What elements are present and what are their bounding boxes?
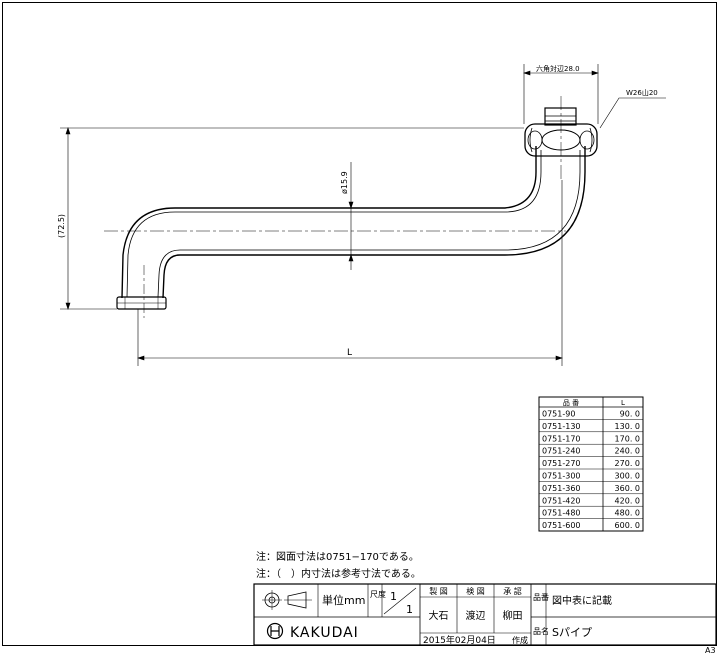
number-value: 図中表に記載 — [552, 594, 612, 607]
table-cell-part: 0751-90 — [542, 410, 575, 419]
approve-label: 承 認 — [503, 586, 522, 596]
table-cell-length: 360. 0 — [615, 484, 640, 493]
table-cell-part: 0751-420 — [542, 496, 581, 505]
table-cell-length: 240. 0 — [615, 447, 640, 456]
scale-numerator: 1 — [390, 590, 397, 603]
table-cell-length: 270. 0 — [615, 459, 640, 468]
table-cell-part: 0751-130 — [542, 422, 581, 431]
table-cell-part: 0751-480 — [542, 509, 581, 518]
name-label: 品名 — [533, 626, 549, 636]
table-cell-length: 600. 0 — [615, 521, 640, 530]
hex-dim-label: 六角対辺28.0 — [536, 64, 580, 73]
drawing-date: 2015年02月04日 — [423, 634, 496, 646]
approved-by: 柳田 — [503, 609, 523, 622]
note-drawing-dimension: 注：図面寸法は0751−170である。 — [256, 550, 419, 563]
created-label: 作成 — [512, 635, 528, 645]
table-cell-part: 0751-360 — [542, 484, 581, 493]
third-angle-projection-icon — [262, 590, 312, 610]
sheet-size: A3 — [705, 646, 716, 655]
title-block: 単位mm 尺度 1 1 製 図 検 図 承 認 大石 渡辺 柳田 品番 図中表に… — [253, 583, 717, 646]
thread-label: W26山20 — [626, 88, 658, 97]
table-cell-part: 0751-300 — [542, 472, 581, 481]
table-cell-part: 0751-170 — [542, 434, 581, 443]
name-value: Sパイプ — [552, 626, 592, 639]
s-pipe-figure — [104, 96, 598, 318]
unit-label: 単位mm — [322, 593, 365, 607]
table-header-length: L — [621, 399, 625, 407]
brand-name: KAKUDAI — [290, 625, 359, 641]
dimension-lines — [60, 64, 666, 366]
table-cell-part: 0751-270 — [542, 459, 581, 468]
table-cell-part: 0751-600 — [542, 521, 581, 530]
table-cell-length: 480. 0 — [615, 509, 640, 518]
note-reference-dimension: 注：（ ）内寸法は参考寸法である。 — [256, 567, 421, 580]
made-label: 製 図 — [429, 586, 448, 596]
diameter-label: ø15.9 — [340, 171, 349, 194]
table-cell-length: 130. 0 — [615, 422, 640, 431]
made-by: 大石 — [429, 609, 449, 622]
table-cell-part: 0751-240 — [542, 447, 581, 456]
length-label: L — [347, 348, 352, 358]
scale-label: 尺度 — [370, 589, 386, 599]
table-cell-length: 300. 0 — [615, 472, 640, 481]
scale-denominator: 1 — [406, 603, 413, 616]
table-cell-length: 420. 0 — [615, 496, 640, 505]
table-cell-length: 90. 0 — [620, 410, 640, 419]
table-cell-length: 170. 0 — [615, 434, 640, 443]
table-header-part: 品 番 — [563, 399, 579, 407]
checked-by: 渡辺 — [466, 609, 486, 622]
check-label: 検 図 — [466, 586, 485, 596]
height-label: (72.5) — [57, 214, 66, 238]
kakudai-logo: KAKUDAI — [266, 622, 359, 641]
number-label: 品番 — [533, 592, 549, 602]
parts-table: 品 番 L 0751-90 90. 0 0751-130 130. 0 0751… — [538, 396, 644, 532]
sheet-frame — [2, 2, 717, 646]
